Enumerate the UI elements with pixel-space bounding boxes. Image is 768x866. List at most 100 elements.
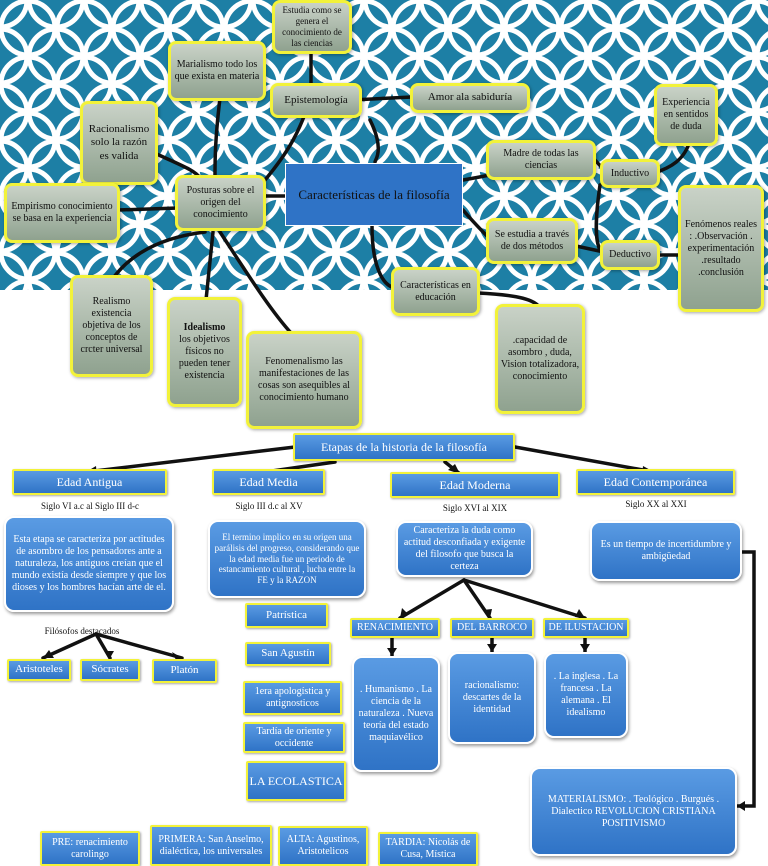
antigua-desc: Esta etapa se caracteriza por actitudes … xyxy=(4,516,174,612)
ilustracion-desc: . La inglesa . La francesa . La alemana … xyxy=(544,652,628,738)
escolastica-tardia: TARDIA: Nicolás de Cusa, Mística xyxy=(378,832,478,866)
edad-antigua-node: Edad Antigua xyxy=(12,469,167,495)
epistemologia-node: Epistemología xyxy=(270,83,362,118)
estudia-node: Estudia como se genera el conocimiento d… xyxy=(272,0,352,54)
posturas-node: Posturas sobre el origen del conocimient… xyxy=(175,175,266,231)
deductivo-text: Deductivo xyxy=(609,249,651,260)
racionalismo-text: Racionalismo solo la razón es valida xyxy=(88,123,150,162)
marialismo-node: Marialismo todo los que exista en materi… xyxy=(168,41,266,101)
contemporanea-desc-text: Es un tiempo de incertidumbre y ambigüed… xyxy=(600,539,732,562)
media-apologistica-text: 1era apologística y antignosticos xyxy=(254,686,331,709)
media-patristica: Patrística xyxy=(245,603,328,628)
escolastica-text: LA ECOLASTICA xyxy=(249,773,343,788)
escolastica-alta-text: ALTA: Agustinos, Aristotelicos xyxy=(286,834,360,857)
edad-contemporanea-node: Edad Contemporánea xyxy=(576,469,735,495)
antigua-desc-text: Esta etapa se caracteriza por actitudes … xyxy=(11,534,167,593)
materialismo-text: MATERIALISMO: . Teológico . Burgués . Di… xyxy=(547,793,720,829)
materialismo-node: MATERIALISMO: . Teológico . Burgués . Di… xyxy=(530,767,737,856)
filosofo-platon-text: Platón xyxy=(170,664,199,677)
antigua-period: Siglo VI a.c al Siglo III d-c xyxy=(40,501,140,511)
escolastica-tardia-text: TARDIA: Nicolás de Cusa, Mística xyxy=(385,837,471,860)
capacidad-text: .capacidad de asombro , duda, Vision tot… xyxy=(500,335,580,382)
se-estudia-node: Se estudia a través de dos métodos xyxy=(486,218,578,264)
edad-media-label: Edad Media xyxy=(239,474,298,489)
escolastica-pre: PRE: renacimiento carolingo xyxy=(40,831,140,866)
se-estudia-text: Se estudia a través de dos métodos xyxy=(494,229,570,252)
fenomenalismo-text: Fenomenalismo las manifestaciones de las… xyxy=(258,356,350,403)
edad-moderna-node: Edad Moderna xyxy=(390,472,560,498)
escolastica-primera: PRIMERA: San Anselmo, dialéctica, los un… xyxy=(150,825,272,866)
posturas-text: Posturas sobre el origen del conocimient… xyxy=(186,185,255,220)
media-tardia-text: Tardía de oriente y occidente xyxy=(256,725,332,749)
escolastica-node: LA ECOLASTICA xyxy=(246,761,346,801)
filosofo-socrates: Sócrates xyxy=(80,659,140,681)
experiencia-node: Experiencia en sentidos de duda xyxy=(654,84,718,146)
filosofo-aristoteles-text: Aristoteles xyxy=(15,663,63,676)
madre-ciencias-node: Madre de todas las ciencias xyxy=(486,140,596,180)
media-desc: El termino implico en su origen una pará… xyxy=(208,520,366,598)
periodo-barroco-text: DEL BARROCO xyxy=(457,622,527,633)
estudia-text: Estudia como se genera el conocimiento d… xyxy=(282,5,342,48)
fenomenos-text: Fenómenos reales : .Observación . experi… xyxy=(685,218,757,278)
renacimiento-desc-text: . Humanismo . La ciencia de la naturalez… xyxy=(358,684,434,743)
moderna-desc: Caracteriza la duda como actitud desconf… xyxy=(396,521,533,577)
filosofo-platon: Platón xyxy=(152,659,217,683)
inductivo-text: Inductivo xyxy=(610,167,650,179)
barroco-desc-text: racionalismo: descartes de la identidad xyxy=(462,680,522,715)
history-title-text: Etapas de la historia de la filosofía xyxy=(321,439,487,454)
inductivo-node: Inductivo xyxy=(600,159,660,188)
educacion-node: Características en educación xyxy=(391,267,480,316)
realismo-node: Realismo existencia objetiva de los conc… xyxy=(70,275,153,377)
idealismo-text: los objetivos físicos no pueden tener ex… xyxy=(178,334,231,381)
contemporanea-desc: Es un tiempo de incertidumbre y ambigüed… xyxy=(590,521,742,581)
periodo-renacimiento: RENACIMIENTO xyxy=(350,618,440,638)
moderna-desc-text: Caracteriza la duda como actitud desconf… xyxy=(403,525,526,572)
history-title: Etapas de la historia de la filosofía xyxy=(293,433,515,461)
fenomenalismo-node: Fenomenalismo las manifestaciones de las… xyxy=(246,331,362,429)
filosofo-aristoteles: Aristoteles xyxy=(7,659,71,681)
barroco-desc: racionalismo: descartes de la identidad xyxy=(448,652,536,744)
filosofo-socrates-text: Sócrates xyxy=(91,663,129,676)
renacimiento-desc: . Humanismo . La ciencia de la naturalez… xyxy=(352,656,440,772)
media-patristica-text: Patrística xyxy=(266,608,307,621)
racionalismo-node: Racionalismo solo la razón es valida xyxy=(80,101,158,185)
edad-media-node: Edad Media xyxy=(212,469,325,495)
media-desc-text: El termino implico en su origen una pará… xyxy=(214,532,360,586)
madre-ciencias-text: Madre de todas las ciencias xyxy=(503,148,579,171)
filosofos-destacados-label: Filósofos destacados xyxy=(44,626,120,636)
escolastica-alta: ALTA: Agustinos, Aristotelicos xyxy=(278,826,368,866)
media-apologistica: 1era apologística y antignosticos xyxy=(243,681,342,715)
periodo-barroco: DEL BARROCO xyxy=(450,618,534,638)
escolastica-primera-text: PRIMERA: San Anselmo, dialéctica, los un… xyxy=(158,833,264,857)
ilustracion-desc-text: . La inglesa . La francesa . La alemana … xyxy=(553,671,619,718)
marialismo-text: Marialismo todo los que exista en materi… xyxy=(174,59,260,82)
central-topic-text: Características de la filosofía xyxy=(298,186,450,202)
empirismo-node: Empirismo conocimiento se basa en la exp… xyxy=(4,183,120,243)
edad-antigua-label: Edad Antigua xyxy=(56,474,123,489)
moderna-period: Siglo XVI al XIX xyxy=(442,503,508,513)
amor-sabiduria-text: Amor ala sabiduría xyxy=(427,91,513,104)
contemporanea-period: Siglo XX al XXI xyxy=(625,499,687,509)
educacion-text: Características en educación xyxy=(400,279,471,303)
periodo-ilustracion: DE ILUSTACION xyxy=(543,618,629,638)
idealismo-node: Idealismo los objetivos físicos no puede… xyxy=(167,297,242,407)
media-san-agustin-text: San Agustín xyxy=(261,647,315,660)
epistemologia-text: Epistemología xyxy=(284,93,348,106)
periodo-renacimiento-text: RENACIMIENTO xyxy=(357,622,433,633)
media-san-agustin: San Agustín xyxy=(245,642,331,666)
deductivo-node: Deductivo xyxy=(600,240,660,270)
central-topic: Características de la filosofía xyxy=(285,163,463,226)
media-tardia: Tardía de oriente y occidente xyxy=(243,722,345,753)
realismo-text: Realismo existencia objetiva de los conc… xyxy=(80,296,143,355)
amor-sabiduria-node: Amor ala sabiduría xyxy=(410,83,530,113)
edad-contemporanea-label: Edad Contemporánea xyxy=(603,474,708,489)
capacidad-node: .capacidad de asombro , duda, Vision tot… xyxy=(495,304,585,414)
experiencia-text: Experiencia en sentidos de duda xyxy=(662,97,710,132)
fenomenos-node: Fenómenos reales : .Observación . experi… xyxy=(678,185,764,312)
empirismo-text: Empirismo conocimiento se basa en la exp… xyxy=(11,201,113,224)
idealismo-title: Idealismo xyxy=(183,322,226,333)
edad-moderna-label: Edad Moderna xyxy=(439,477,511,492)
media-period: Siglo III d.c al XV xyxy=(235,501,303,511)
escolastica-pre-text: PRE: renacimiento carolingo xyxy=(52,836,128,860)
periodo-ilustracion-text: DE ILUSTACION xyxy=(548,622,624,633)
